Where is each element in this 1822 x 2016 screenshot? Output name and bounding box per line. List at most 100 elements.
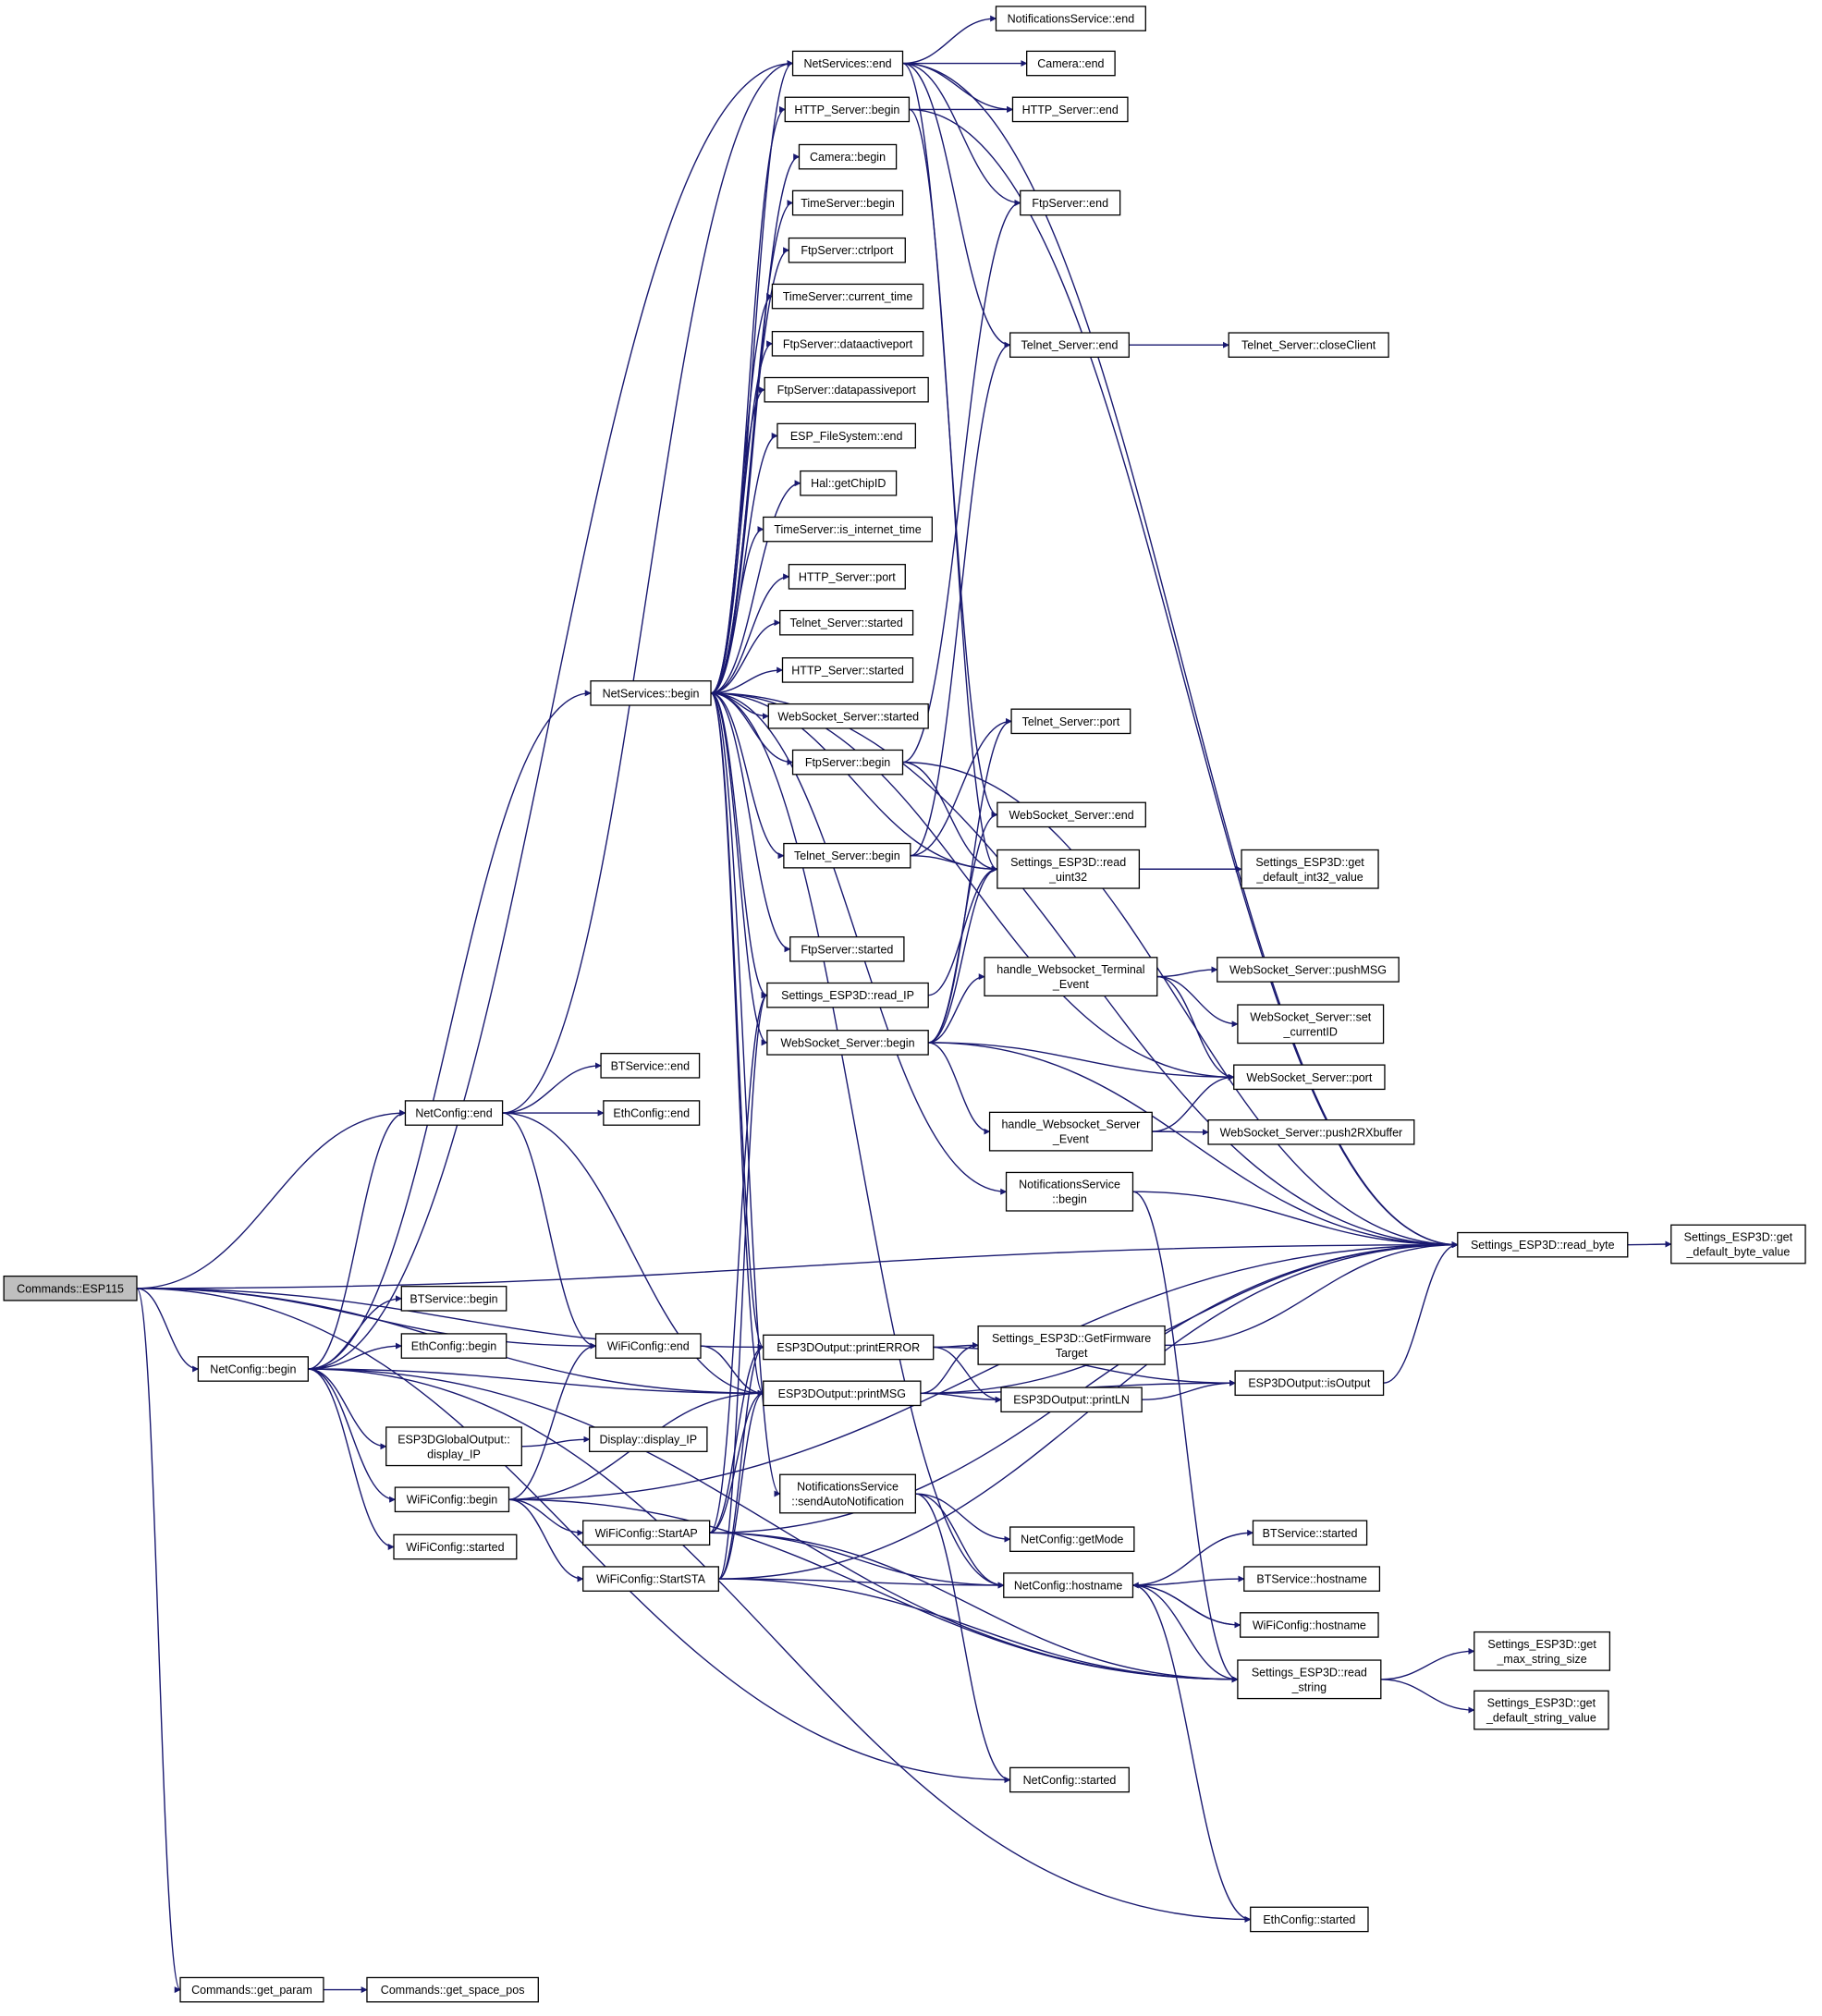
node-wificonfig-end[interactable]: WiFiConfig::end <box>594 1333 702 1359</box>
node-box <box>1228 332 1389 358</box>
node-ws-begin[interactable]: WebSocket_Server::begin <box>766 1030 929 1056</box>
node-wificonfig-startsta[interactable]: WiFiConfig::StartSTA <box>582 1566 719 1592</box>
node-get-default-int32[interactable]: Settings_ESP3D::get_default_int32_value <box>1241 849 1379 889</box>
node-camera-begin[interactable]: Camera::begin <box>798 143 898 170</box>
node-ws-pushmsg[interactable]: WebSocket_Server::pushMSG <box>1217 957 1400 983</box>
node-netconfig-getmode[interactable]: NetConfig::getMode <box>1009 1526 1135 1552</box>
node-telnet-started[interactable]: Telnet_Server::started <box>779 609 914 636</box>
node-hal-getchipid[interactable]: Hal::getChipID <box>800 470 898 496</box>
node-fs-end[interactable]: ESP_FileSystem::end <box>776 422 916 449</box>
node-esp115[interactable]: Commands::ESP115 <box>3 1275 138 1301</box>
node-label: Telnet_Server::begin <box>794 849 900 862</box>
edge-wificonfig_startsta-to-printerror <box>718 1344 764 1580</box>
node-ftp-started[interactable]: FtpServer::started <box>789 935 905 962</box>
node-ethconfig-started[interactable]: EthConfig::started <box>1250 1906 1369 1933</box>
node-timeserver-begin[interactable]: TimeServer::begin <box>791 189 904 216</box>
edge-esp115-to-netconfig_end <box>136 1109 407 1289</box>
node-label: BTService::hostname <box>1256 1573 1367 1586</box>
node-telnet-port[interactable]: Telnet_Server::port <box>1010 708 1131 735</box>
node-wificonfig-begin[interactable]: WiFiConfig::begin <box>394 1486 510 1513</box>
node-btservice-hostname[interactable]: BTService::hostname <box>1243 1566 1381 1592</box>
edge-ws_begin-to-hws_server_event <box>928 1042 991 1135</box>
node-label: Settings_ESP3D::GetFirmware <box>992 1332 1151 1345</box>
node-wificonfig-started[interactable]: WiFiConfig::started <box>393 1533 518 1560</box>
node-ws-end[interactable]: WebSocket_Server::end <box>997 801 1146 828</box>
node-ws-push2rxbuffer[interactable]: WebSocket_Server::push2RXbuffer <box>1207 1119 1415 1145</box>
node-hws-terminal-event[interactable]: handle_Websocket_Terminal_Event <box>984 957 1158 996</box>
node-http-begin[interactable]: HTTP_Server::begin <box>784 96 911 123</box>
node-http-port[interactable]: HTTP_Server::port <box>788 564 906 590</box>
node-http-end[interactable]: HTTP_Server::end <box>1011 96 1129 123</box>
node-netconfig-end[interactable]: NetConfig::end <box>404 1100 504 1126</box>
node-box <box>776 422 916 449</box>
node-ftp-ctrlport[interactable]: FtpServer::ctrlport <box>788 237 906 263</box>
node-hws-server-event[interactable]: handle_Websocket_Server_Event <box>988 1111 1153 1152</box>
node-isoutput[interactable]: ESP3DOutput::isOutput <box>1234 1370 1385 1397</box>
node-printmsg[interactable]: ESP3DOutput::printMSG <box>763 1380 922 1407</box>
node-printerror[interactable]: ESP3DOutput::printERROR <box>763 1334 935 1361</box>
edge-netservices_begin-to-ftp_started <box>710 692 791 953</box>
node-camera-end[interactable]: Camera::end <box>1026 50 1116 77</box>
node-telnet-begin[interactable]: Telnet_Server::begin <box>783 842 911 869</box>
node-box <box>1026 50 1116 77</box>
node-display-ip-global[interactable]: ESP3DGlobalOutput::display_IP <box>385 1426 522 1467</box>
edge-telnet_begin-to-telnet_port <box>910 717 1012 857</box>
node-label: display_IP <box>427 1448 481 1460</box>
node-btservice-started[interactable]: BTService::started <box>1252 1520 1368 1546</box>
node-notif-sendauto[interactable]: NotificationsService::sendAutoNotificati… <box>779 1473 916 1514</box>
node-label: Settings_ESP3D::get <box>1684 1230 1793 1243</box>
node-telnet-closeclient[interactable]: Telnet_Server::closeClient <box>1228 332 1389 358</box>
node-label: Settings_ESP3D::read_byte <box>1471 1239 1615 1252</box>
node-ws-started[interactable]: WebSocket_Server::started <box>767 703 929 729</box>
node-get-space-pos[interactable]: Commands::get_space_pos <box>366 1976 539 2003</box>
node-netconfig-begin[interactable]: NetConfig::begin <box>197 1356 309 1382</box>
edge-netservices_begin-to-ftp_ctrlport <box>710 247 790 694</box>
node-netservices-begin[interactable]: NetServices::begin <box>590 680 712 706</box>
node-netconfig-started[interactable]: NetConfig::started <box>1009 1766 1130 1793</box>
node-wificonfig-startap[interactable]: WiFiConfig::StartAP <box>582 1520 711 1546</box>
node-read-ip[interactable]: Settings_ESP3D::read_IP <box>766 982 929 1008</box>
node-ethconfig-end[interactable]: EthConfig::end <box>603 1100 701 1126</box>
node-label: Settings_ESP3D::get <box>1487 1638 1596 1651</box>
node-timeserver-is-internet-time[interactable]: TimeServer::is_internet_time <box>763 516 933 543</box>
node-read-string[interactable]: Settings_ESP3D::read_string <box>1237 1659 1382 1700</box>
node-ftp-datapassiveport[interactable]: FtpServer::datapassiveport <box>764 376 929 403</box>
node-get-default-string[interactable]: Settings_ESP3D::get_default_string_value <box>1473 1690 1609 1730</box>
node-btservice-begin[interactable]: BTService::begin <box>400 1286 507 1312</box>
edge-netservices_end-to-telnet_end <box>902 62 1011 348</box>
node-netservices-end[interactable]: NetServices::end <box>791 50 904 77</box>
node-ws-port[interactable]: WebSocket_Server::port <box>1233 1064 1386 1091</box>
edge-netservices_begin-to-netconfig_hostname <box>711 692 1005 1589</box>
node-read-byte[interactable]: Settings_ESP3D::read_byte <box>1457 1231 1629 1258</box>
node-notif-begin[interactable]: NotificationsService::begin <box>1005 1171 1134 1212</box>
edge-netservices_begin-to-timeserver_current_time <box>710 293 774 694</box>
node-ftp-begin[interactable]: FtpServer::begin <box>791 749 904 776</box>
node-label: Target <box>1056 1347 1088 1360</box>
node-timeserver-current-time[interactable]: TimeServer::current_time <box>771 283 924 310</box>
node-telnet-end[interactable]: Telnet_Server::end <box>1009 332 1130 358</box>
edge-netconfig_end-to-printmsg <box>502 1112 764 1397</box>
node-wificonfig-hostname[interactable]: WiFiConfig::hostname <box>1240 1612 1379 1638</box>
node-ftp-end[interactable]: FtpServer::end <box>1020 189 1121 216</box>
node-http-started[interactable]: HTTP_Server::started <box>781 657 914 683</box>
node-display-ip[interactable]: Display::display_IP <box>588 1426 708 1452</box>
node-ftp-dataactiveport[interactable]: FtpServer::dataactiveport <box>771 331 924 357</box>
node-ethconfig-begin[interactable]: EthConfig::begin <box>400 1333 507 1359</box>
node-get-param[interactable]: Commands::get_param <box>179 1976 324 2003</box>
node-netconfig-hostname[interactable]: NetConfig::hostname <box>1003 1572 1134 1598</box>
node-box <box>789 935 905 962</box>
node-btservice-end[interactable]: BTService::end <box>600 1053 701 1079</box>
edge-netservices_begin-to-telnet_started <box>711 619 781 694</box>
node-label: BTService::started <box>1263 1527 1358 1540</box>
node-box <box>997 801 1146 828</box>
node-ws-set-currentid[interactable]: WebSocket_Server::set_currentID <box>1237 1004 1385 1045</box>
edge-netservices_begin-to-hal_getchipid <box>710 480 801 694</box>
node-get-max-string-size[interactable]: Settings_ESP3D::get_max_string_size <box>1473 1631 1611 1671</box>
edge-ws_begin-to-telnet_port <box>928 717 1012 1044</box>
node-read-uint32[interactable]: Settings_ESP3D::read_uint32 <box>997 849 1141 889</box>
node-label: handle_Websocket_Server <box>1001 1118 1140 1131</box>
node-notif-end[interactable]: NotificationsService::end <box>995 6 1146 31</box>
node-get-default-byte[interactable]: Settings_ESP3D::get_default_byte_value <box>1670 1224 1806 1265</box>
node-println[interactable]: ESP3DOutput::printLN <box>1000 1387 1143 1413</box>
